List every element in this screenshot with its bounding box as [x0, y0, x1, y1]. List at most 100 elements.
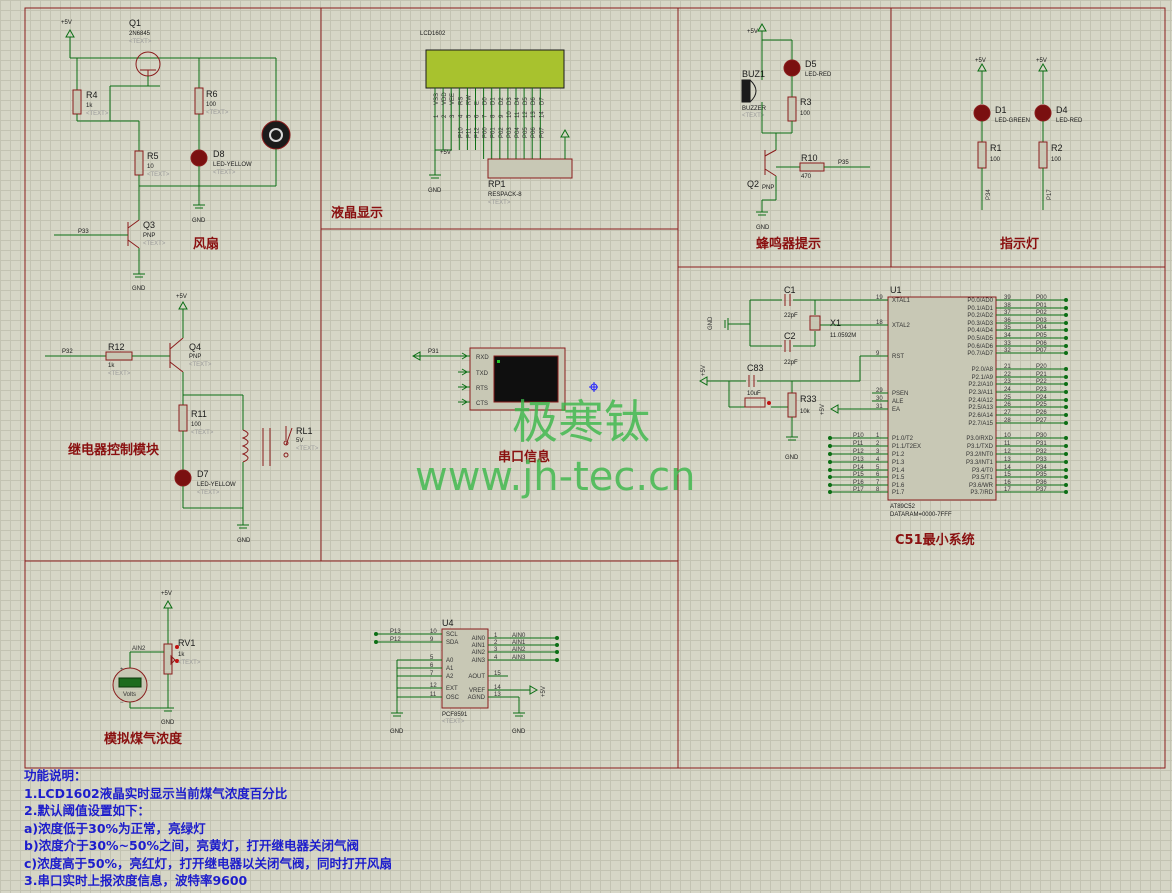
- mcu-pin-name: P3.2/INT0: [966, 452, 994, 458]
- r5-label: R5: [147, 151, 159, 161]
- section-title-gas: 模拟煤气浓度: [104, 731, 183, 747]
- r4-value: 1k: [86, 103, 93, 109]
- r10-label: R10: [801, 153, 818, 163]
- mcu-pin-name: P2.5/A13: [968, 405, 993, 411]
- svg-text:+5V: +5V: [975, 58, 986, 64]
- mcu-pin-name: P0.1/AD1: [967, 306, 993, 312]
- lcd-net-label: P05: [523, 127, 529, 138]
- serial-pin-name: TXD: [476, 371, 489, 377]
- r12-body: [105, 351, 133, 361]
- svg-text:<TEXT>: <TEXT>: [108, 371, 131, 377]
- r3-value: 100: [800, 111, 811, 117]
- c1-value: 22pF: [784, 313, 798, 319]
- mcu-pin-name: P2.2/A10: [968, 382, 993, 388]
- watermark-brand: 极寒钛: [512, 395, 650, 449]
- lcd-net-label: P11: [466, 127, 472, 138]
- svg-text:GND: GND: [161, 720, 175, 726]
- x1-value: 11.0592M: [830, 333, 856, 339]
- svg-text:GND: GND: [132, 286, 146, 292]
- rv1-label: RV1: [178, 638, 195, 648]
- lcd-pin-name: D1: [491, 97, 497, 105]
- adc-net-label: AIN1: [512, 640, 526, 646]
- reset-button-icon: [744, 397, 766, 408]
- svg-text:<TEXT>: <TEXT>: [197, 490, 220, 496]
- svg-text:+: +: [120, 667, 124, 673]
- u1-body: [887, 296, 997, 501]
- mcu-pin-num: 34: [1004, 333, 1011, 339]
- mcu-pin-num: 31: [876, 404, 883, 410]
- mcu-pin-name: P3.1/TXD: [967, 444, 994, 450]
- lcd-screen: [425, 49, 565, 89]
- rp1-label: RP1: [488, 179, 506, 189]
- gas-circuit: +5V RV1 1k <TEXT> GND AIN2 Volts + −: [112, 591, 201, 726]
- relay-coil-icon: [241, 429, 249, 463]
- u4-body: [441, 628, 489, 709]
- mcu-pin-num: 30: [876, 396, 883, 402]
- mcu-pin-name: P3.6/WR: [969, 483, 994, 489]
- adc-pin-name: SDA: [446, 640, 458, 646]
- mcu-pin-num: 7: [876, 480, 880, 486]
- note-line: c)浓度高于50%，亮红灯，打开继电器以关闭气阀，同时打开风扇: [24, 855, 393, 871]
- lcd-pin-num: 2: [442, 114, 448, 118]
- mcu-net-label: P36: [1036, 480, 1047, 486]
- lcd-pin-name: D0: [483, 97, 489, 105]
- svg-text:<TEXT>: <TEXT>: [206, 110, 229, 116]
- lcd-pin-name: D5: [523, 97, 529, 105]
- svg-text:GND: GND: [390, 729, 404, 735]
- mcu-pin-name: P1.0/T2: [892, 436, 914, 442]
- mcu-net-label: P30: [1036, 433, 1047, 439]
- adc-pin-num: 9: [430, 637, 434, 643]
- mcu-pin-num: 29: [876, 388, 883, 394]
- section-frames: [24, 7, 1166, 769]
- mcu-pin-name: P1.4: [892, 468, 905, 474]
- led-d8-icon: [190, 149, 208, 167]
- d7-label: D7: [197, 469, 209, 479]
- mcu-net-label: P23: [1036, 387, 1047, 393]
- q1-label: Q1: [129, 18, 141, 28]
- mcu-pin-name: P1.6: [892, 483, 905, 489]
- adc-net-label: AIN2: [512, 647, 526, 653]
- adc-pin-name: AOUT: [468, 674, 485, 680]
- c2-value: 22pF: [784, 360, 798, 366]
- q3-type: PNP: [143, 233, 155, 239]
- mcu-pin-name: P3.0/RXD: [966, 436, 993, 442]
- mcu-pin-num: 32: [1004, 348, 1011, 354]
- u1-dataram: DATARAM=0000-7FFF: [890, 512, 952, 518]
- mcu-net-label: P02: [1036, 310, 1047, 316]
- mcu-net-label: P17: [853, 487, 864, 493]
- r1-label: R1: [990, 143, 1002, 153]
- adc-net-label: AIN0: [512, 633, 526, 639]
- svg-text:<TEXT>: <TEXT>: [213, 170, 236, 176]
- mcu-net-label: P04: [1036, 325, 1047, 331]
- led-d4-icon: [1034, 104, 1052, 122]
- mcu-net-label: P31: [1036, 441, 1047, 447]
- lcd-pin-num: 9: [499, 114, 505, 118]
- r11-body: [178, 404, 188, 432]
- mcu-net-label: P37: [1036, 487, 1047, 493]
- mcu-net-label: P05: [1036, 333, 1047, 339]
- adc-pin-num: 1: [494, 633, 498, 639]
- svg-text:+5V: +5V: [176, 294, 187, 300]
- serial-pin-name: CTS: [476, 401, 488, 407]
- r6-label: R6: [206, 89, 218, 99]
- mcu-pin-name: P0.3/AD3: [967, 321, 993, 327]
- u4-label: U4: [442, 618, 454, 628]
- mcu-pin-name: P3.3/INT1: [966, 460, 994, 466]
- d5-label: D5: [805, 59, 817, 69]
- q1-text-tag: <TEXT>: [129, 39, 152, 45]
- u1-label: U1: [890, 285, 902, 295]
- note-line: 1.LCD1602液晶实时显示当前煤气浓度百分比: [24, 785, 288, 801]
- mcu-pin-num: 10: [1004, 433, 1011, 439]
- adc-pin-name: AIN0: [472, 636, 486, 642]
- mcu-net-label: P35: [1036, 472, 1047, 478]
- mcu-pin-name: P3.5/T1: [972, 475, 994, 481]
- mcu-pin-name: P1.3: [892, 460, 905, 466]
- svg-text:GND: GND: [708, 316, 714, 330]
- mcu-pin-num: 26: [1004, 402, 1011, 408]
- mcu-pin-num: 19: [876, 295, 883, 301]
- mcu-pin-num: 37: [1004, 310, 1011, 316]
- u1-type: AT89C52: [890, 504, 916, 510]
- q1-type: 2N6845: [129, 31, 151, 37]
- mcu-pin-name: P2.6/A14: [968, 413, 993, 419]
- adc-pin-name: VREF: [469, 688, 485, 694]
